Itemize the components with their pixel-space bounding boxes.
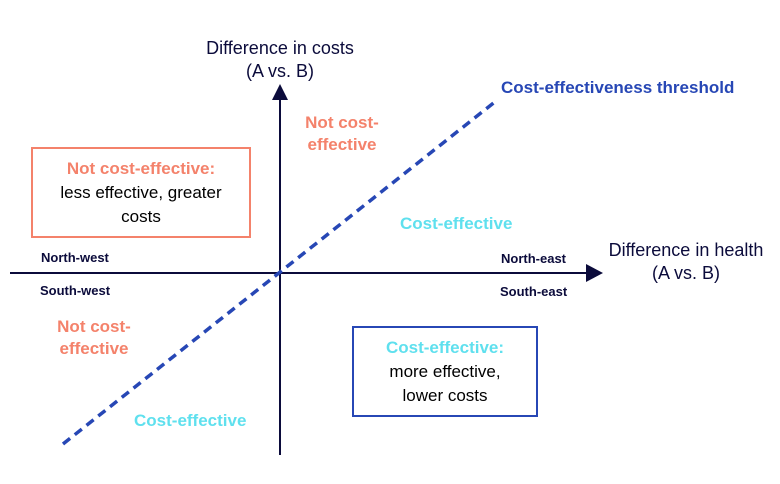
ne-not-cost-effective-line1: Not cost-: [305, 113, 379, 132]
quadrant-label-south-east: South-east: [500, 284, 568, 299]
sw-not-cost-effective-line1: Not cost-: [57, 317, 131, 336]
threshold-label: Cost-effectiveness threshold: [501, 78, 735, 97]
north-west-box-heading: Not cost-effective:: [66, 158, 216, 178]
north-west-box: Not cost-effective: less effective, grea…: [31, 147, 251, 238]
south-east-box-line1: more effective,: [389, 361, 501, 381]
x-axis-arrowhead: [586, 264, 603, 282]
x-axis-title-line2: (A vs. B): [651, 263, 720, 283]
sw-not-cost-effective-label: Not cost- effective: [44, 316, 144, 360]
sw-not-cost-effective-line2: effective: [59, 339, 129, 358]
ne-cost-effective-label: Cost-effective: [400, 214, 513, 233]
quadrant-label-north-east: North-east: [501, 251, 567, 266]
ne-not-cost-effective-line2: effective: [307, 135, 377, 154]
y-axis-arrowhead: [272, 84, 288, 100]
south-east-box: Cost-effective: more effective, lower co…: [352, 326, 538, 417]
quadrant-label-south-west: South-west: [40, 283, 111, 298]
ne-not-cost-effective-label: Not cost- effective: [292, 112, 392, 156]
y-axis-title: Difference in costs (A vs. B): [170, 37, 390, 83]
quadrant-label-north-west: North-west: [41, 250, 109, 265]
threshold-line: [61, 99, 498, 446]
x-axis-title: Difference in health (A vs. B): [596, 239, 776, 285]
south-east-box-line2: lower costs: [402, 385, 488, 405]
x-axis-title-line1: Difference in health: [608, 240, 764, 260]
south-east-box-heading: Cost-effective:: [385, 337, 505, 357]
y-axis-title-line1: Difference in costs: [206, 38, 354, 58]
sw-cost-effective-label: Cost-effective: [134, 411, 247, 430]
north-west-box-line1: less effective, greater: [60, 182, 222, 202]
y-axis-title-line2: (A vs. B): [245, 61, 314, 81]
north-west-box-line2: costs: [121, 206, 161, 226]
